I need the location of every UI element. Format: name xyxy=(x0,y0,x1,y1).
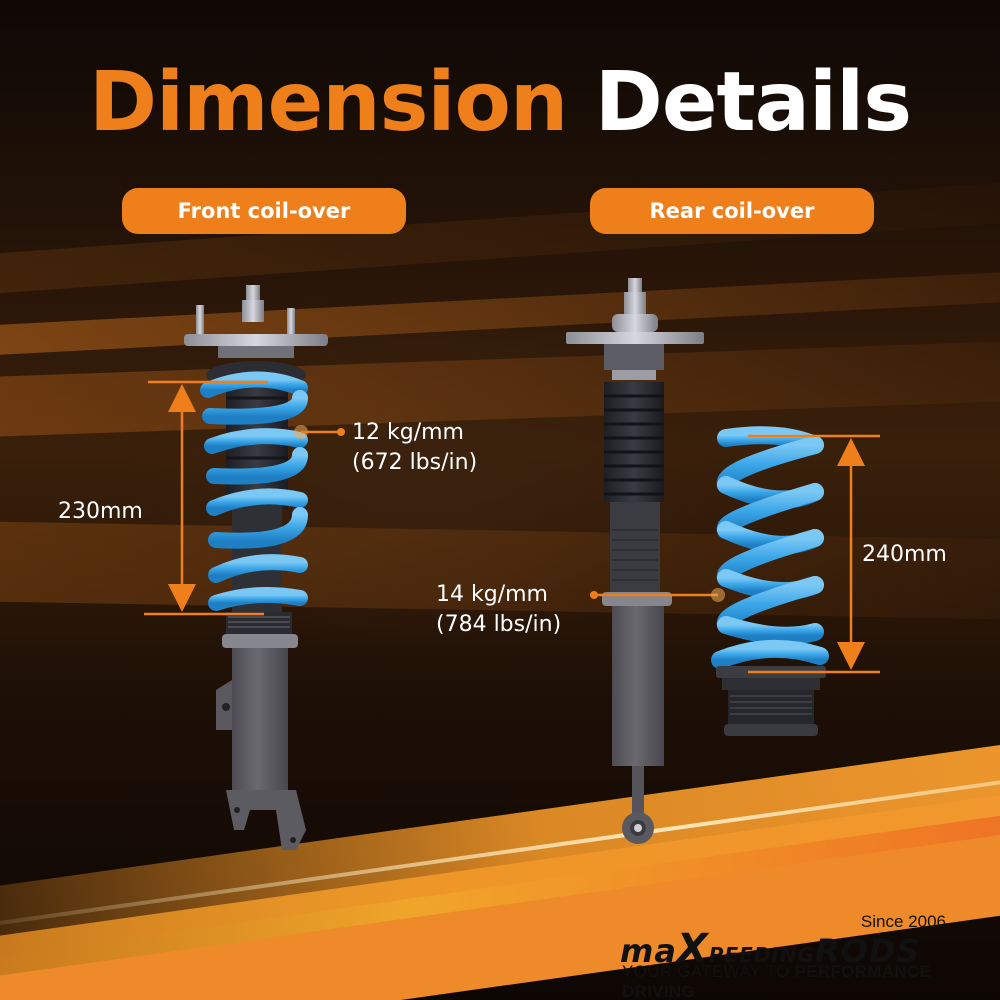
front-length-label: 230mm xyxy=(58,499,143,524)
rear-length-label: 240mm xyxy=(862,542,947,567)
brand-name-mid: PEEDING xyxy=(708,943,815,967)
front-coilover-label-text: Front coil-over xyxy=(177,199,351,223)
front-dimension-line xyxy=(144,380,268,616)
tagline-bold: PERFORMANCE DRIVING xyxy=(622,962,932,1000)
title-part-details: Details xyxy=(594,55,912,150)
front-coilover-label: Front coil-over xyxy=(122,188,406,234)
rear-spring xyxy=(711,426,829,736)
brand-name-prefix: ma xyxy=(620,932,677,970)
brand-logo: Since 2006 maXPEEDINGRODS YOUR GATEWAY T… xyxy=(620,912,960,1000)
rear-coilover-label: Rear coil-over xyxy=(590,188,874,234)
rear-shock xyxy=(566,278,704,844)
rear-spring-rate-lbs: (784 lbs/in) xyxy=(436,612,562,637)
since-text: Since 2006 xyxy=(860,912,946,931)
front-spring-callout xyxy=(294,425,345,439)
rear-spring-rate-kg: 14 kg/mm xyxy=(436,582,548,607)
brand-name-x: X xyxy=(676,926,709,972)
front-spring-rate: 12 kg/mm (672 lbs/in) xyxy=(352,418,477,478)
front-spring-rate-lbs: (672 lbs/in) xyxy=(352,450,478,475)
front-coilover xyxy=(184,285,328,850)
front-spring-rate-kg: 12 kg/mm xyxy=(352,420,464,445)
title-part-dimension: Dimension xyxy=(88,55,568,150)
page-title: Dimension Details xyxy=(0,55,1000,150)
brand-tagline: YOUR GATEWAY TO PERFORMANCE DRIVING xyxy=(622,962,960,1000)
brand-name: maXPEEDINGRODS xyxy=(620,926,920,972)
rear-spring-rate: 14 kg/mm (784 lbs/in) xyxy=(436,580,561,640)
tagline-light: YOUR GATEWAY TO xyxy=(622,962,795,981)
rear-coilover-label-text: Rear coil-over xyxy=(649,199,815,223)
rear-spring-callout xyxy=(590,588,725,602)
brand-name-suffix: RODS xyxy=(814,932,921,970)
rear-dimension-line xyxy=(748,434,880,674)
